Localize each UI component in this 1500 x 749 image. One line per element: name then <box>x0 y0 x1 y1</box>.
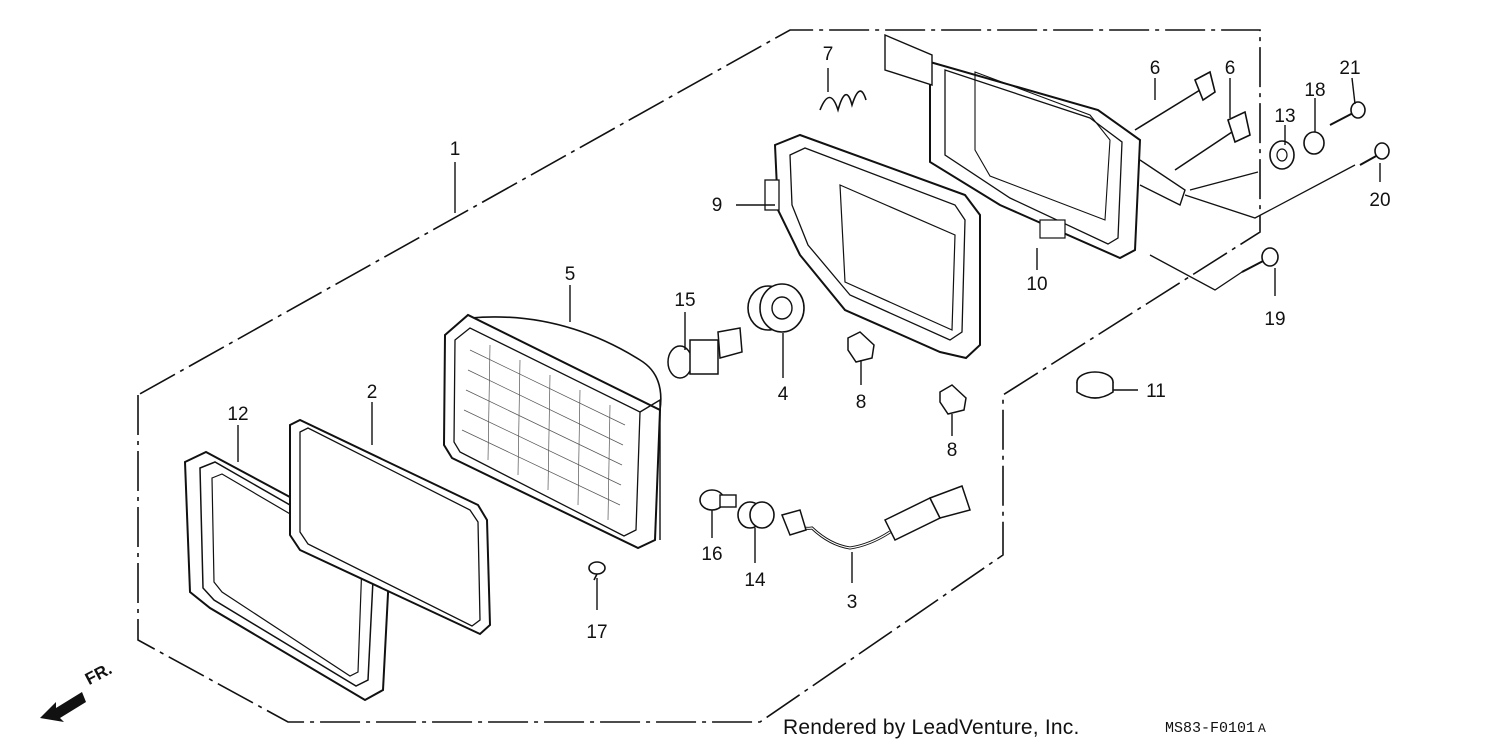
callout-18: 18 <box>1304 80 1325 101</box>
spring <box>819 90 867 113</box>
adjusting-screw <box>1134 70 1251 171</box>
headlight-case <box>764 133 981 360</box>
callout-21: 21 <box>1339 58 1360 79</box>
bolt-21 <box>1329 101 1366 126</box>
bolt-20 <box>1359 142 1390 166</box>
callout-14: 14 <box>744 570 766 591</box>
bolt-19 <box>1241 247 1279 273</box>
callout-15: 15 <box>674 290 695 311</box>
connection-lines <box>1149 164 1356 291</box>
front-arrow-icon <box>40 692 86 722</box>
callout-5: 5 <box>565 264 576 285</box>
callout-1: 1 <box>450 139 461 160</box>
callout-8a: 8 <box>856 392 867 413</box>
callout-8b: 8 <box>947 440 958 461</box>
socket-cover <box>747 283 805 333</box>
callout-2: 2 <box>367 382 378 403</box>
callout-3: 3 <box>847 592 858 613</box>
callout-6a: 6 <box>1150 58 1161 79</box>
callout-11: 11 <box>1146 381 1166 402</box>
callouts: 1 2 3 4 5 6 6 7 8 8 9 10 11 12 13 14 15 … <box>227 44 1390 643</box>
callout-19: 19 <box>1264 309 1285 330</box>
position-bulb <box>699 489 737 511</box>
callout-10: 10 <box>1026 274 1047 295</box>
callout-6b: 6 <box>1225 58 1236 79</box>
grommet-11 <box>1076 371 1114 399</box>
callout-9: 9 <box>712 195 723 216</box>
collar-18 <box>1303 131 1325 155</box>
callout-13: 13 <box>1274 106 1295 127</box>
screw <box>588 561 606 581</box>
headlight-gasket <box>289 418 492 636</box>
callout-7: 7 <box>823 44 834 65</box>
socket-wire <box>780 485 971 550</box>
callout-20: 20 <box>1369 190 1390 211</box>
callout-12: 12 <box>227 404 248 425</box>
headlight-rim <box>183 450 392 702</box>
callout-4: 4 <box>778 384 789 405</box>
grommet-13 <box>1269 140 1295 170</box>
headlight-unit <box>442 313 662 550</box>
headlight-bracket <box>884 33 1186 260</box>
render-credit: Rendered by LeadVenture, Inc. <box>783 716 1080 739</box>
assembly-boundary <box>137 29 1261 723</box>
callout-16: 16 <box>701 544 722 565</box>
leader-lines <box>237 68 1381 610</box>
clip <box>847 331 967 415</box>
headlight-bulb <box>667 327 743 379</box>
callout-17: 17 <box>586 622 607 643</box>
socket-rubber <box>737 501 775 529</box>
